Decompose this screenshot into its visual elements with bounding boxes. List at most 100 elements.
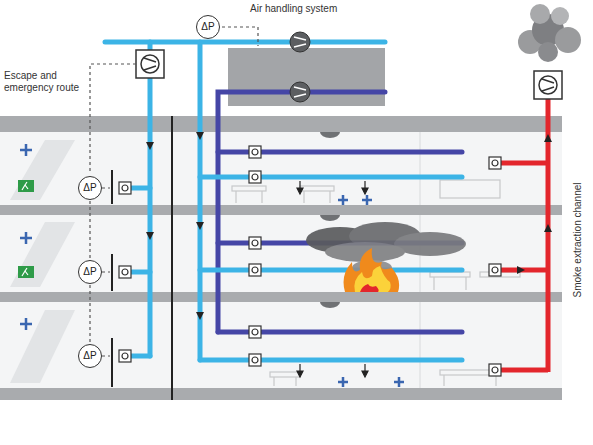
sensor-label: ΔP [83,351,96,361]
floor-slab [0,292,562,302]
route-label: Escape and emergency route [4,70,84,94]
smoke-duct [501,161,548,166]
supply-duct [200,358,462,363]
office-furniture [430,272,470,277]
partition-wall [420,302,421,388]
damper [119,266,131,278]
office-furniture [235,191,236,203]
indoor-smoke [306,222,466,276]
air-outlet-arrow [362,188,368,194]
pressure-sensor: ΔP [196,15,220,39]
sensor-wire [102,187,110,188]
fire-wall [171,116,173,400]
office-furniture [295,377,296,386]
floor-slab [0,205,562,215]
exit-sign [22,268,28,276]
flow-arrow [196,312,204,320]
plus-sign [362,195,372,205]
fire [344,248,400,292]
stair-door [111,338,113,387]
air-handling-unit [228,48,385,106]
office-furniture [300,186,334,191]
fire [360,284,379,292]
ahu-fan [290,32,310,102]
air-outlet-arrow [362,371,368,377]
damper [119,146,501,376]
supply-duct [131,186,150,191]
stair-door [111,170,113,204]
air-outlet-arrow [297,371,303,377]
floor-slab [0,388,562,400]
fire-wall [171,116,173,400]
office-furniture [440,180,500,198]
smoke-detector [320,215,340,221]
flow-arrow [196,132,204,140]
flow-arrow [544,224,552,232]
room-interior [0,132,562,205]
smoke-detector [320,132,340,138]
office-furniture [232,186,266,191]
ahu-fan [290,32,310,52]
fire [354,266,390,292]
stair-door [111,170,113,387]
smoke-detector [320,302,340,308]
partition-wall [420,132,421,388]
plus-sign [394,377,404,387]
supply-duct [200,268,462,273]
flow-arrow [517,266,525,274]
fan-unit [136,50,562,99]
floor-slab [0,116,562,132]
smoke-plume [555,27,581,53]
smoke-plume [551,7,569,25]
smoke-duct [501,98,548,372]
system-label: Air handling system [250,3,337,15]
sensor-label: ΔP [83,183,96,193]
supply-duct [131,354,150,359]
staircase [10,140,75,383]
office-furniture [443,375,444,386]
floor-slab [0,116,562,400]
smoke-detector [320,132,340,308]
sensor-wire [102,355,110,356]
office-furniture [433,277,434,290]
fan-unit [136,50,164,78]
plus-sign [338,377,348,387]
flow-arrow [146,232,154,240]
staircase [10,140,75,200]
room-interior [0,215,562,292]
plus-sign [20,144,404,387]
sensor-connector [89,285,90,343]
fan-unit [534,71,562,99]
sensor-wire [90,27,258,356]
office-furniture [495,375,496,386]
fire [344,248,400,292]
pressure-sensor: ΔP [78,176,102,200]
damper [119,350,131,362]
plus-sign [20,318,32,330]
supply-duct [131,270,150,275]
supply-duct [148,42,153,356]
exit-sign [18,180,34,278]
damper [489,364,501,376]
damper [489,264,501,276]
smoke-plume [538,42,558,62]
office-furniture [261,191,262,203]
supply-duct [105,42,462,360]
flow-arrow [146,132,552,320]
office-furniture [303,191,304,203]
exit-sign [18,180,34,192]
return-duct [218,92,385,332]
exit-sign [22,182,28,190]
sensor-wire [102,271,110,272]
office-furniture [465,277,466,290]
ahu-fan [294,37,306,47]
office-furniture [273,377,274,386]
air-handling-unit [228,48,385,106]
plus-sign [338,195,348,205]
damper [489,157,501,169]
office-furniture [270,372,300,377]
ahu-fan [294,87,306,97]
supply-duct [105,40,385,45]
